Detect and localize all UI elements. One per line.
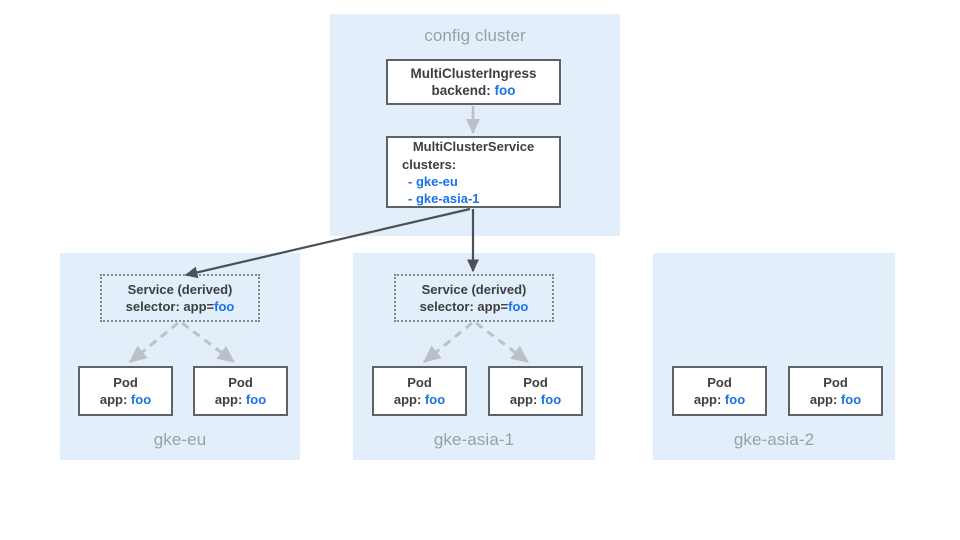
pod-app-label: app: bbox=[509, 392, 538, 407]
pod-app-label: app: bbox=[809, 392, 838, 407]
pod-title: Pod bbox=[823, 375, 848, 390]
multiclusteringress-backend: backend: foo bbox=[431, 82, 515, 99]
multiclusterservice-title: MultiClusterService bbox=[412, 138, 535, 154]
pod-app-label: app: bbox=[214, 392, 243, 407]
panel-cluster-gke-asia-2: gke-asia-2 bbox=[653, 253, 895, 460]
multiclusterservice-clusters-label: clusters: bbox=[402, 156, 457, 172]
panel-cluster-gke-eu-label: gke-eu bbox=[153, 430, 207, 449]
multiclusterservice-cluster-item: - gke-asia-1 bbox=[408, 190, 480, 206]
node-service-derived-gke-asia-1[interactable]: Service (derived) selector: app=foo bbox=[394, 274, 554, 322]
service-derived-title: Service (derived) bbox=[127, 282, 233, 297]
pod-app-label: app: bbox=[99, 392, 128, 407]
pod-title: Pod bbox=[407, 375, 432, 390]
pod-app-value: foo bbox=[130, 392, 152, 407]
pod-title: Pod bbox=[228, 375, 253, 390]
service-derived-selector-label: selector: app= bbox=[419, 299, 509, 314]
node-pod[interactable]: Pod app: foo bbox=[193, 366, 288, 416]
pod-app: app: foo bbox=[810, 391, 861, 408]
panel-cluster-gke-asia-2-label: gke-asia-2 bbox=[733, 430, 815, 449]
node-pod[interactable]: Pod app: foo bbox=[672, 366, 767, 416]
multiclusteringress-backend-label: backend: bbox=[431, 83, 491, 98]
panel-cluster-gke-asia-1: gke-asia-1 bbox=[353, 253, 595, 460]
panel-config-cluster-label: config cluster bbox=[424, 26, 526, 45]
service-derived-selector-label: selector: app= bbox=[125, 299, 215, 314]
pod-app: app: foo bbox=[694, 391, 745, 408]
pod-app-label: app: bbox=[393, 392, 422, 407]
node-service-derived-gke-eu[interactable]: Service (derived) selector: app=foo bbox=[100, 274, 260, 322]
pod-title: Pod bbox=[113, 375, 138, 390]
service-derived-selector: selector: app=foo bbox=[420, 298, 529, 315]
node-pod[interactable]: Pod app: foo bbox=[788, 366, 883, 416]
multiclusterservice-cluster-item: - gke-eu bbox=[408, 173, 458, 189]
multiclusteringress-backend-value: foo bbox=[494, 83, 516, 98]
pod-app-value: foo bbox=[724, 392, 746, 407]
multiclusteringress-title: MultiClusterIngress bbox=[410, 66, 537, 81]
panel-cluster-gke-asia-1-label: gke-asia-1 bbox=[433, 430, 515, 449]
pod-app-value: foo bbox=[540, 392, 562, 407]
pod-app: app: foo bbox=[394, 391, 445, 408]
service-derived-title: Service (derived) bbox=[421, 282, 527, 297]
node-multiclusterservice[interactable]: MultiClusterService clusters: - gke-eu -… bbox=[386, 136, 561, 208]
service-derived-selector: selector: app=foo bbox=[126, 298, 235, 315]
node-pod[interactable]: Pod app: foo bbox=[488, 366, 583, 416]
pod-app: app: foo bbox=[215, 391, 266, 408]
node-multiclusteringress[interactable]: MultiClusterIngress backend: foo bbox=[386, 59, 561, 105]
pod-title: Pod bbox=[707, 375, 732, 390]
service-derived-selector-value: foo bbox=[214, 299, 235, 314]
pod-app-label: app: bbox=[693, 392, 722, 407]
node-pod[interactable]: Pod app: foo bbox=[372, 366, 467, 416]
service-derived-selector-value: foo bbox=[508, 299, 529, 314]
pod-app: app: foo bbox=[100, 391, 151, 408]
pod-app-value: foo bbox=[245, 392, 267, 407]
pod-title: Pod bbox=[523, 375, 548, 390]
pod-app-value: foo bbox=[840, 392, 862, 407]
pod-app: app: foo bbox=[510, 391, 561, 408]
node-pod[interactable]: Pod app: foo bbox=[78, 366, 173, 416]
pod-app-value: foo bbox=[424, 392, 446, 407]
